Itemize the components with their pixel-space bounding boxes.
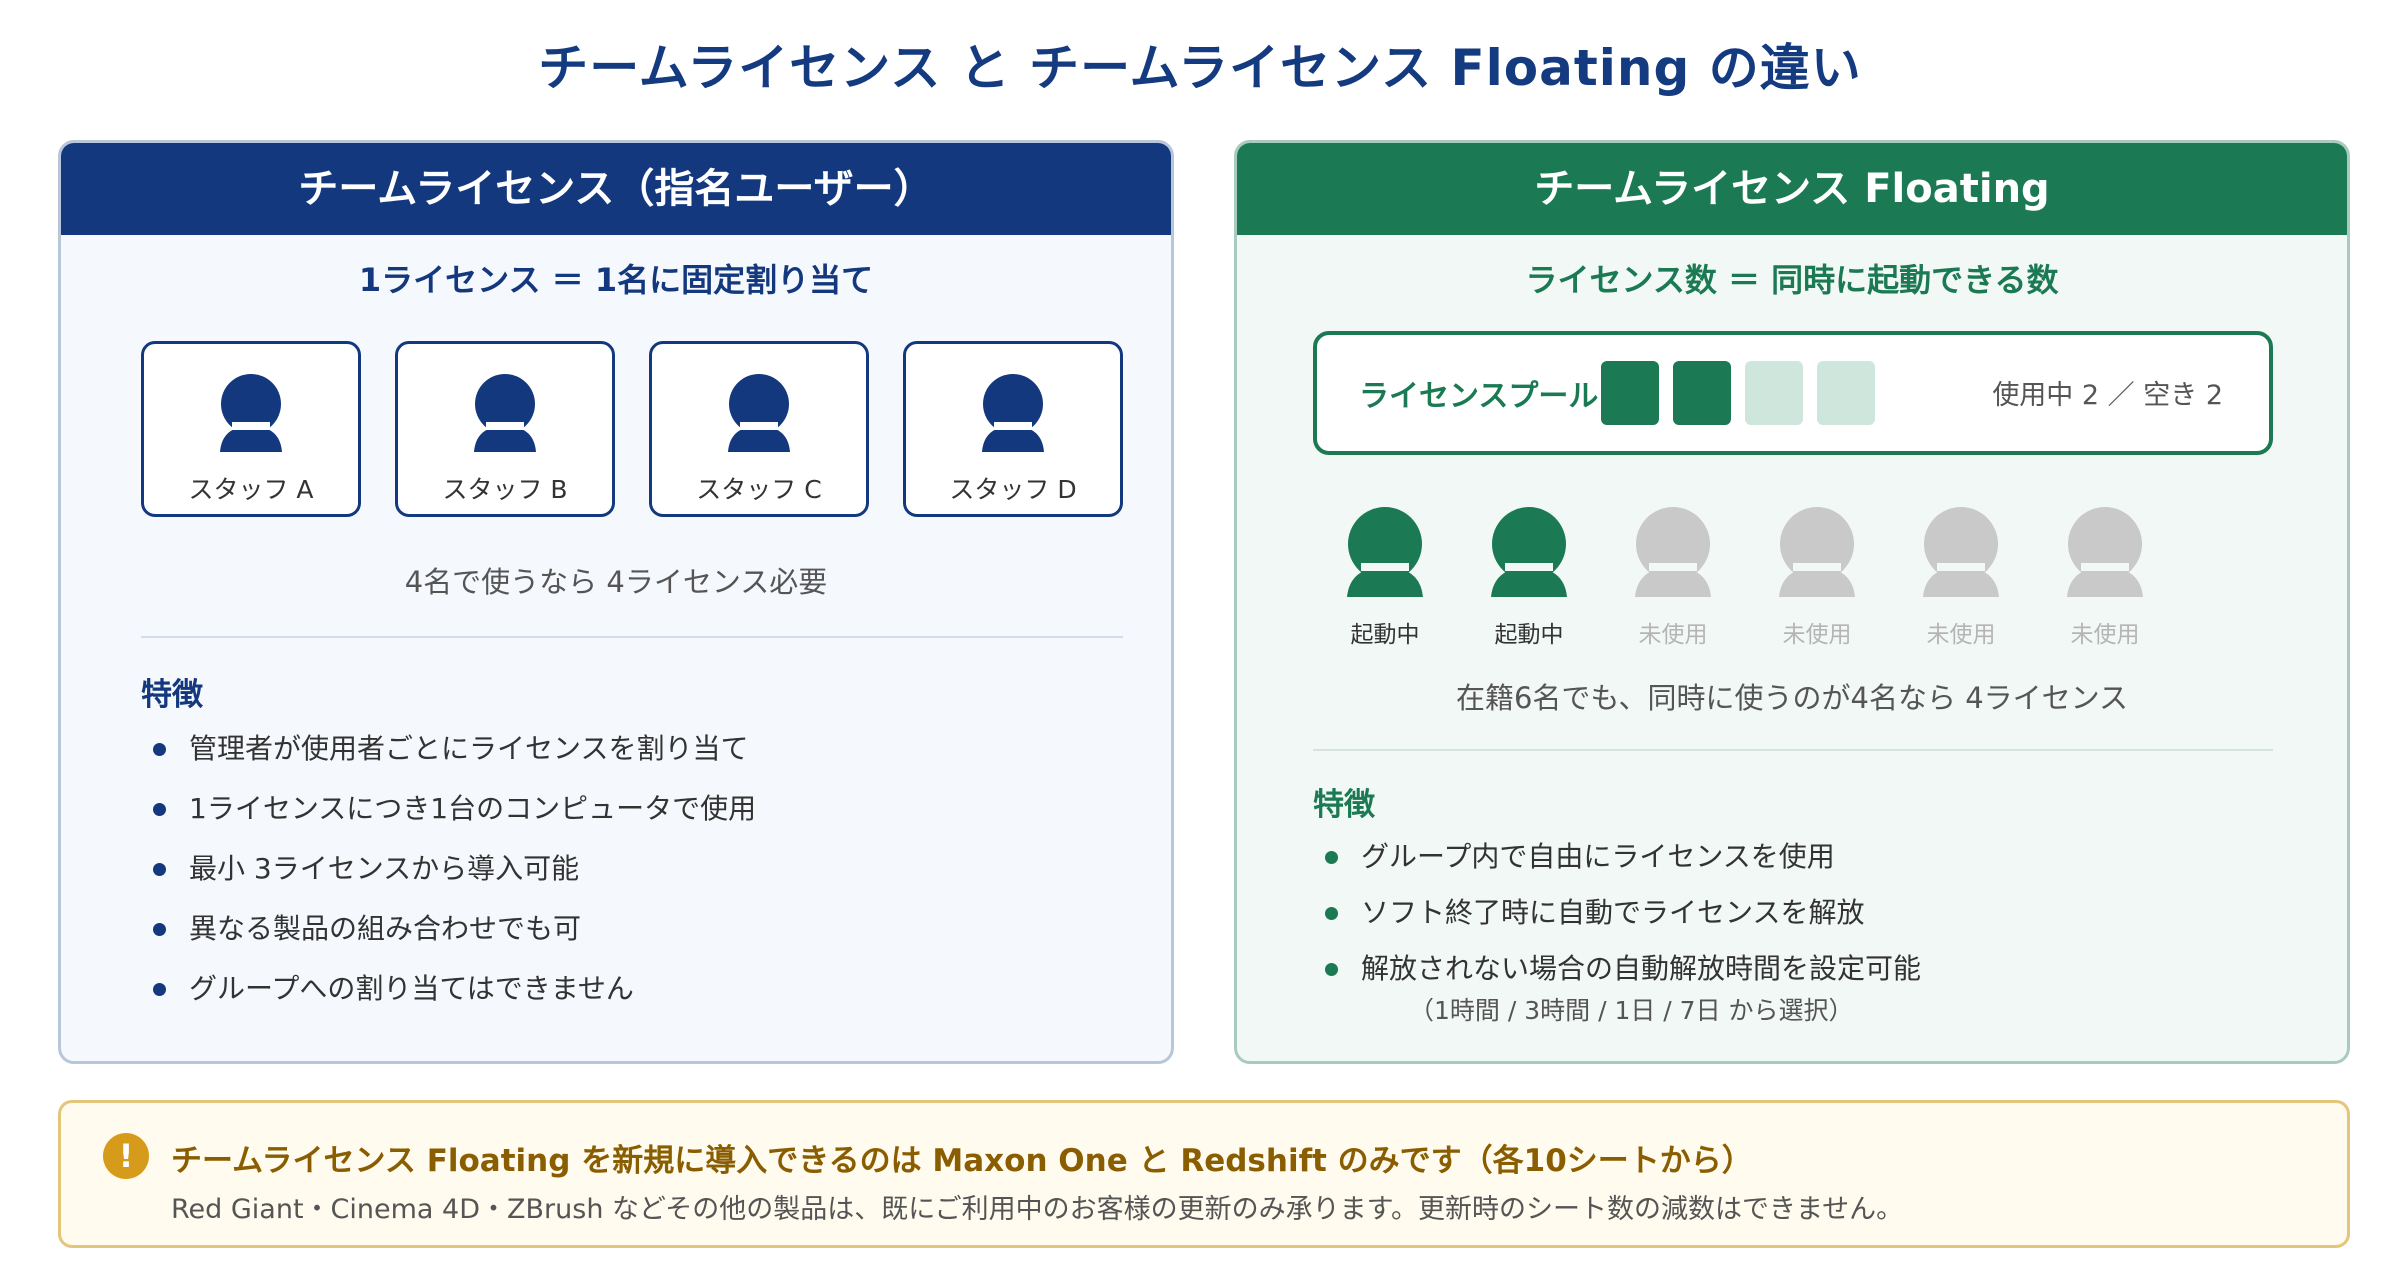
person-icon	[220, 374, 282, 452]
floating-user-idle: 未使用	[1613, 507, 1733, 649]
person-icon	[1779, 507, 1855, 597]
feature-item: ソフト終了時に自動でライセンスを解放	[1313, 893, 1921, 949]
bullet-icon	[153, 803, 166, 816]
person-icon	[1635, 507, 1711, 597]
notice-box: ! チームライセンス Floating を新規に導入できるのは Maxon On…	[58, 1100, 2350, 1248]
user-status-label: 未使用	[2070, 622, 2140, 648]
bullet-icon	[1325, 851, 1338, 864]
user-status-label: 未使用	[1638, 622, 1708, 648]
floating-user-idle: 未使用	[1901, 507, 2021, 649]
user-status-label: 未使用	[1926, 622, 1996, 648]
user-status-label: 未使用	[1782, 622, 1852, 648]
floating-license-subhead: ライセンス数 ＝ 同時に起動できる数	[1525, 261, 2059, 299]
person-icon	[474, 374, 536, 452]
license-slot-active	[1601, 361, 1659, 425]
person-icon	[1491, 507, 1567, 597]
bullet-icon	[1325, 963, 1338, 976]
feature-item: グループへの割り当てはできません	[141, 969, 756, 1029]
notice-title: チームライセンス Floating を新規に導入できるのは Maxon One …	[171, 1143, 1753, 1179]
divider	[141, 636, 1123, 638]
staff-label: スタッフ B	[442, 475, 568, 504]
person-icon	[2067, 507, 2143, 597]
features-title: 特徴	[1313, 787, 1375, 823]
feature-item: 解放されない場合の自動解放時間を設定可能	[1313, 949, 1921, 1005]
license-slot-free	[1745, 361, 1803, 425]
named-user-license-subhead: 1ライセンス ＝ 1名に固定割り当て	[358, 261, 874, 299]
features-list: グループ内で自由にライセンスを使用 ソフト終了時に自動でライセンスを解放 解放さ…	[1313, 837, 1921, 1005]
floating-license-header: チームライセンス Floating	[1237, 143, 2347, 235]
person-icon	[982, 374, 1044, 452]
floating-license-note: 在籍6名でも、同時に使うのが4名なら 4ライセンス	[1455, 681, 2129, 715]
staff-label: スタッフ D	[949, 475, 1077, 504]
feature-item: 異なる製品の組み合わせでも可	[141, 909, 756, 969]
license-slot-free	[1817, 361, 1875, 425]
user-status-label: 起動中	[1494, 622, 1564, 648]
page-title: チームライセンス と チームライセンス Floating の違い	[538, 39, 1862, 97]
floating-user-idle: 未使用	[2045, 507, 2165, 649]
divider	[1313, 749, 2273, 751]
staff-card-c: スタッフ C	[649, 341, 869, 517]
person-icon	[1923, 507, 1999, 597]
warning-icon: !	[103, 1133, 149, 1179]
feature-item: 1ライセンスにつき1台のコンピュータで使用	[141, 789, 756, 849]
floating-license-card: チームライセンス Floating ライセンス数 ＝ 同時に起動できる数 ライセ…	[1234, 140, 2350, 1064]
floating-user-idle: 未使用	[1757, 507, 1877, 649]
license-slot-active	[1673, 361, 1731, 425]
license-pool-status: 使用中 2 ／ 空き 2	[1992, 380, 2223, 411]
person-icon	[728, 374, 790, 452]
staff-label: スタッフ A	[188, 475, 314, 504]
features-list: 管理者が使用者ごとにライセンスを割り当て 1ライセンスにつき1台のコンピュータで…	[141, 729, 756, 1029]
named-user-license-header: チームライセンス（指名ユーザー）	[61, 143, 1171, 235]
floating-user-active: 起動中	[1325, 507, 1445, 649]
bullet-icon	[153, 923, 166, 936]
staff-card-a: スタッフ A	[141, 341, 361, 517]
staff-card-d: スタッフ D	[903, 341, 1123, 517]
license-pool-label: ライセンスプール	[1359, 379, 1599, 414]
features-title: 特徴	[141, 677, 203, 713]
floating-user-active: 起動中	[1469, 507, 1589, 649]
person-icon	[1347, 507, 1423, 597]
staff-label: スタッフ C	[696, 475, 822, 504]
feature-item: グループ内で自由にライセンスを使用	[1313, 837, 1921, 893]
bullet-icon	[1325, 907, 1338, 920]
bullet-icon	[153, 743, 166, 756]
bullet-icon	[153, 983, 166, 996]
bullet-icon	[153, 863, 166, 876]
named-user-license-note: 4名で使うなら 4ライセンス必要	[404, 565, 828, 599]
staff-card-b: スタッフ B	[395, 341, 615, 517]
named-user-license-card: チームライセンス（指名ユーザー） 1ライセンス ＝ 1名に固定割り当て スタッフ…	[58, 140, 1174, 1064]
notice-body: Red Giant・Cinema 4D・ZBrush などその他の製品は、既にご…	[171, 1194, 1904, 1225]
auto-release-options: （1時間 / 3時間 / 1日 / 7日 から選択）	[1409, 996, 1854, 1025]
feature-item: 最小 3ライセンスから導入可能	[141, 849, 756, 909]
license-pool: ライセンスプール 使用中 2 ／ 空き 2	[1313, 331, 2273, 455]
user-status-label: 起動中	[1350, 622, 1420, 648]
feature-item: 管理者が使用者ごとにライセンスを割り当て	[141, 729, 756, 789]
